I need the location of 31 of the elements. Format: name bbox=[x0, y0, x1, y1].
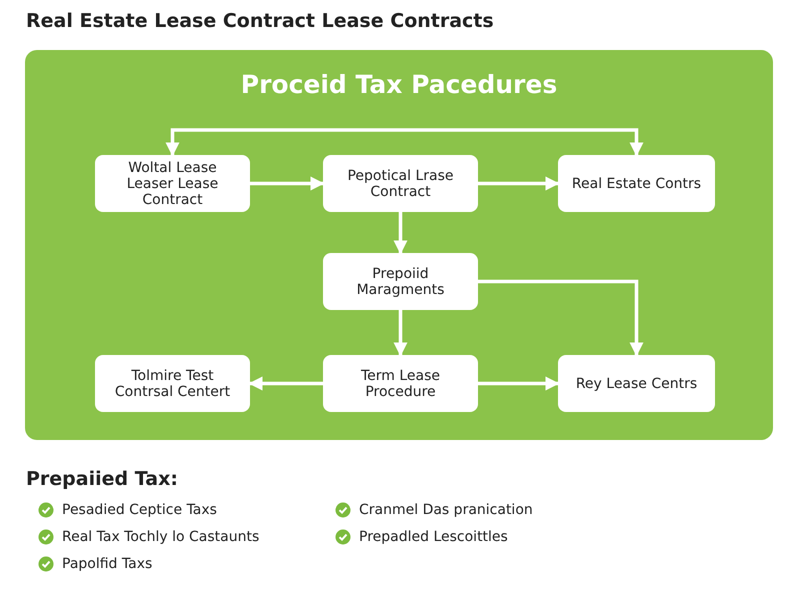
list-item-text: Prepadled Lescoittles bbox=[359, 529, 508, 545]
process-box bbox=[323, 355, 478, 412]
process-box bbox=[558, 355, 715, 412]
process-box bbox=[95, 155, 250, 212]
list-item-text: Real Tax Tochly lo Castaunts bbox=[62, 529, 260, 545]
arrow bbox=[478, 376, 560, 390]
box-label: Prepoiid Maragments bbox=[356, 266, 446, 298]
box-label: Rey Lease Centrs bbox=[574, 376, 698, 392]
arrow bbox=[248, 376, 323, 390]
list-item-text: Cranmel Das pranication bbox=[359, 502, 533, 518]
box-label: Term Lease Procedure bbox=[360, 368, 442, 400]
panel-title: Proceid Tax Pacedures bbox=[240, 70, 558, 99]
section-heading: Prepaiied Tax: bbox=[26, 468, 178, 490]
process-box bbox=[323, 253, 478, 310]
arrow bbox=[394, 310, 408, 356]
process-box bbox=[323, 155, 478, 212]
box-label: Woltal Lease Leaser Lease Contract bbox=[126, 160, 220, 208]
arrow bbox=[166, 128, 644, 156]
process-box bbox=[558, 155, 715, 212]
box-label: Pepotical Lrase Contract bbox=[346, 168, 455, 200]
arrow bbox=[250, 176, 324, 190]
process-box bbox=[95, 355, 250, 412]
box-label: Real Estate Contrs bbox=[570, 176, 702, 192]
list-item-text: Pesadied Ceptice Taxs bbox=[62, 502, 217, 518]
arrow bbox=[478, 176, 560, 190]
diagram-title: Real Estate Lease Contract Lease Contracts bbox=[26, 10, 494, 32]
list-item-text: Papolfid Taxs bbox=[62, 556, 152, 572]
arrow bbox=[478, 280, 644, 356]
arrow bbox=[394, 212, 408, 254]
box-label: Tolmire Test Contrsal Centert bbox=[114, 368, 232, 400]
panel-background bbox=[25, 50, 773, 440]
